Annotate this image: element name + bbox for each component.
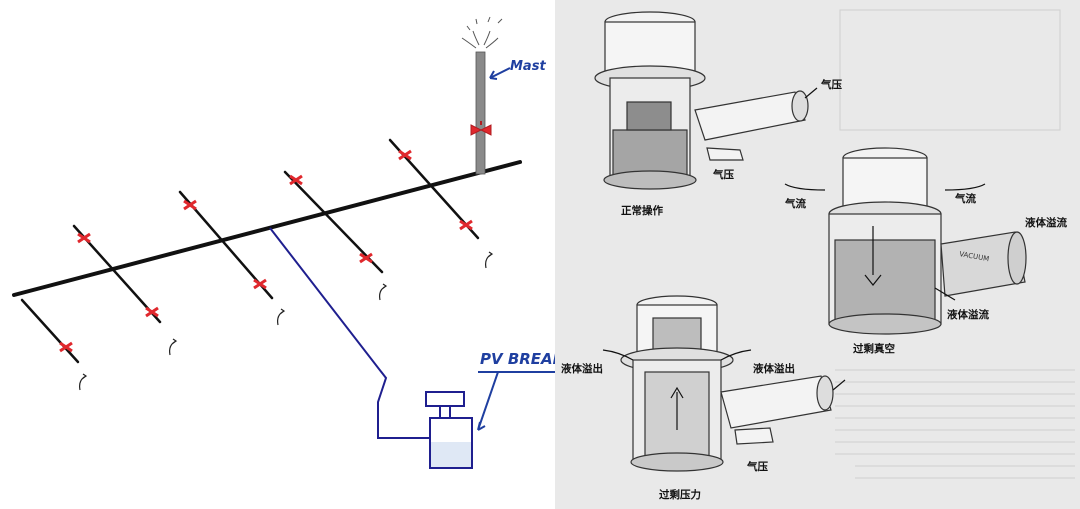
- vacuum-gas-flow-label-1: 气流: [784, 197, 806, 210]
- pv-label: PV BREAK: [480, 350, 555, 368]
- valves: [59, 149, 473, 353]
- scan-texture: [835, 9, 1075, 479]
- mast-arrow-icon: [489, 67, 511, 80]
- valve-icon: [77, 232, 91, 244]
- manifold-svg: Mast PV BREAK: [12, 16, 555, 469]
- valve-icon: [59, 341, 73, 353]
- pv-breaker-tank: [425, 391, 473, 469]
- vacuum-gas-flow-label-2: 气流: [954, 192, 976, 205]
- pressure-liquid-out-label-2: 液体溢出: [753, 362, 795, 375]
- valve-icon: [359, 252, 373, 264]
- spray-icon: [79, 373, 88, 391]
- valve-icon: [289, 174, 303, 186]
- pipe-manifold-sketch: Mast PV BREAK: [12, 16, 555, 469]
- valve-diagram-svg: 气压 气压 正常操作 VACUUM 气流 气流 液: [555, 0, 1080, 509]
- vacuum-liquid-seal-label-2: 液体溢流: [947, 308, 989, 321]
- valve-unit-pressure: [602, 295, 846, 472]
- mast-label: Mast: [510, 59, 546, 74]
- normal-operation-label: 正常操作: [621, 204, 663, 217]
- valve-unit-normal: [594, 11, 818, 190]
- spray-icon: [169, 338, 178, 356]
- valve-unit-vacuum: [784, 147, 1027, 335]
- valve-icon: [398, 149, 412, 161]
- breather-valve-diagram: 气压 气压 正常操作 VACUUM 气流 气流 液: [555, 0, 1080, 509]
- excess-vacuum-label: 过剩真空: [853, 342, 895, 355]
- valve-icon: [145, 306, 159, 318]
- excess-pressure-label: 过剩压力: [659, 488, 701, 501]
- pv-arrow-icon: [477, 371, 499, 431]
- valve-icon: [253, 278, 267, 290]
- spray-icon: [379, 283, 388, 301]
- pressure-gas-pressure-label: 气压: [746, 460, 768, 473]
- mast-pipe: [475, 51, 486, 175]
- pressure-liquid-out-label-1: 液体溢出: [561, 362, 603, 375]
- normal-gas-pressure-label-2: 气压: [712, 168, 734, 181]
- spray-icon: [277, 308, 286, 326]
- pv-link-line: [269, 227, 432, 439]
- valve-icon: [183, 199, 197, 211]
- spray-icon: [485, 251, 494, 269]
- branch-pipes: [20, 138, 480, 364]
- branch-4: [283, 170, 384, 274]
- mast-spray-icon: [461, 16, 503, 49]
- branch-1: [20, 298, 80, 364]
- valve-icon: [459, 219, 473, 231]
- main-pipe: [12, 160, 522, 297]
- spray-marks: [79, 251, 494, 391]
- vacuum-liquid-seal-label-1: 液体溢流: [1025, 216, 1067, 229]
- normal-gas-pressure-label-1: 气压: [820, 78, 842, 91]
- mast-valve-icon: [470, 121, 492, 136]
